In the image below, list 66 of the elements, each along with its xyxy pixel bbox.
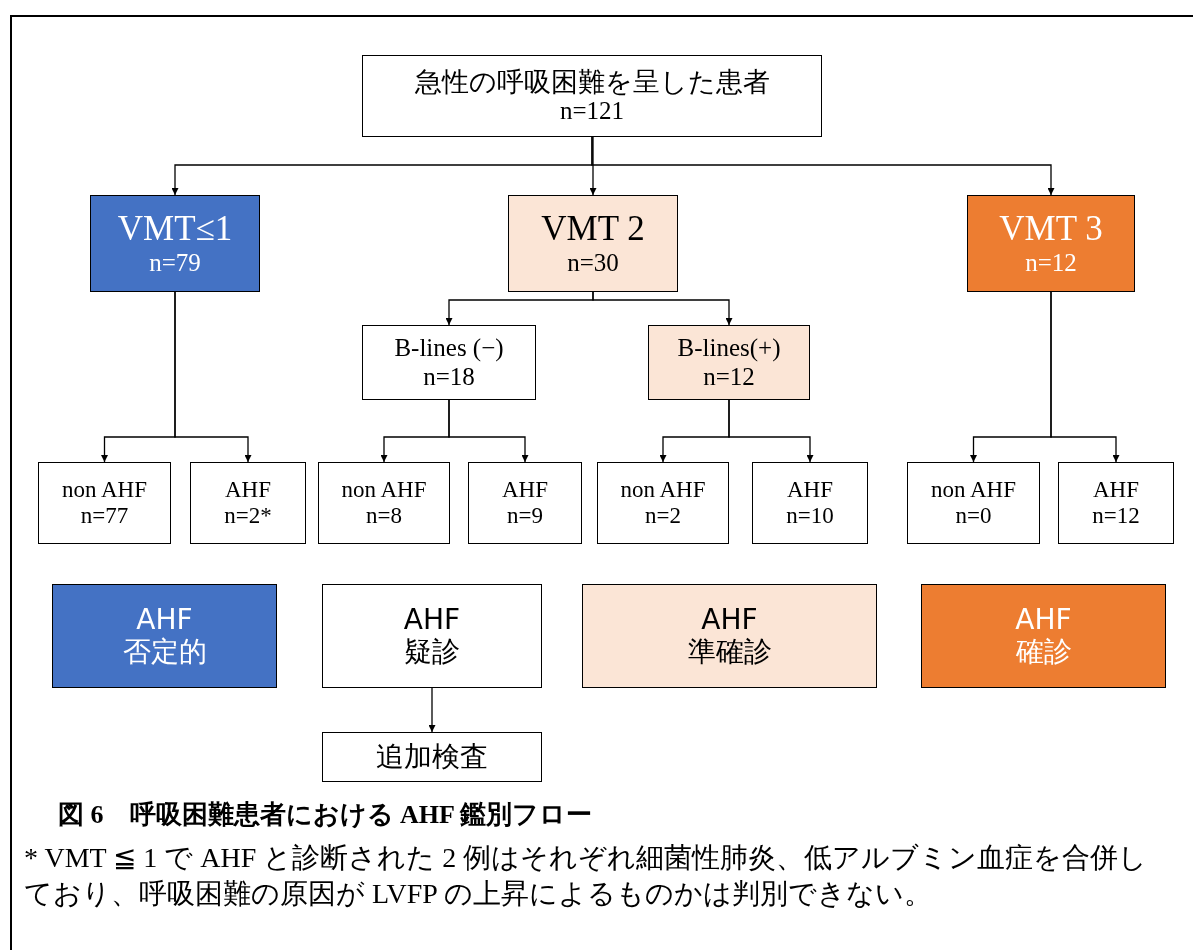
box-heading: B-lines (−) [394, 333, 504, 363]
arrow [589, 136, 597, 196]
flow-box [322, 584, 542, 688]
box-heading: AHF [1093, 476, 1139, 503]
flow-box [582, 584, 877, 688]
flow-box [362, 55, 822, 137]
flow-box [907, 462, 1040, 544]
box-text: 否定的 [122, 636, 207, 669]
figure-title: 図 6 呼吸困難患者における AHF 鑑別フロー [58, 799, 593, 831]
flow-box [52, 584, 277, 688]
box-text: n=9 [507, 503, 543, 530]
arrow [728, 399, 814, 463]
box-heading: AHF [403, 603, 461, 636]
figure-note: * VMT ≦ 1 で AHF と診断された 2 例はそれぞれ細菌性肺炎、低アルブミン血症を合併しており、呼吸困難の原因が LVFP の上昇によるものかは判別できない。 [24, 841, 1149, 912]
box-heading: 追加検査 [376, 740, 488, 774]
box-text: 準確診 [687, 636, 772, 669]
arrow [174, 291, 252, 463]
flow-box [318, 462, 450, 544]
flow-box [190, 462, 306, 544]
flow-box [322, 732, 542, 782]
box-heading: AHF [136, 603, 193, 636]
flow-box [1058, 462, 1174, 544]
box-text: n=8 [366, 503, 402, 530]
box-text: n=121 [559, 97, 625, 126]
box-heading: VMT 2 [541, 209, 645, 250]
box-text: n=12 [1092, 503, 1140, 530]
arrow [1050, 291, 1120, 463]
box-heading: non AHF [620, 476, 706, 503]
arrow [592, 291, 733, 326]
box-text: 疑診 [404, 636, 460, 669]
arrow [448, 399, 529, 463]
flow-box [90, 195, 260, 292]
box-heading: B-lines(+) [677, 333, 781, 363]
box-text: n=2* [224, 503, 272, 530]
box-text: 確診 [1015, 636, 1072, 669]
box-text: n=18 [423, 362, 475, 392]
box-heading: 急性の呼吸困難を呈した患者 [414, 66, 770, 98]
box-text: n=79 [149, 249, 201, 278]
flow-box [38, 462, 171, 544]
box-text: n=30 [567, 249, 619, 278]
box-text: n=12 [1025, 249, 1077, 278]
flow-box [921, 584, 1166, 688]
flow-box [468, 462, 582, 544]
box-heading: VMT 3 [999, 209, 1103, 250]
box-text: n=10 [786, 503, 834, 530]
flow-box [597, 462, 729, 544]
flow-box [508, 195, 678, 292]
box-text: n=0 [955, 503, 992, 530]
box-heading: VMT≤1 [117, 209, 233, 250]
flow-box [967, 195, 1135, 292]
box-heading: AHF [701, 603, 758, 636]
flow-box [648, 325, 810, 400]
box-heading: AHF [225, 476, 271, 503]
box-heading: non AHF [931, 476, 1016, 503]
box-heading: AHF [787, 476, 833, 503]
flow-box [362, 325, 536, 400]
arrow [428, 687, 436, 733]
arrow [591, 136, 1055, 196]
box-heading: AHF [502, 476, 548, 503]
box-text: n=77 [80, 503, 129, 530]
box-heading: AHF [1015, 603, 1072, 636]
box-text: n=12 [703, 362, 755, 392]
flow-box [752, 462, 868, 544]
box-heading: non AHF [62, 476, 147, 503]
box-heading: non AHF [341, 476, 427, 503]
box-text: n=2 [645, 503, 681, 530]
